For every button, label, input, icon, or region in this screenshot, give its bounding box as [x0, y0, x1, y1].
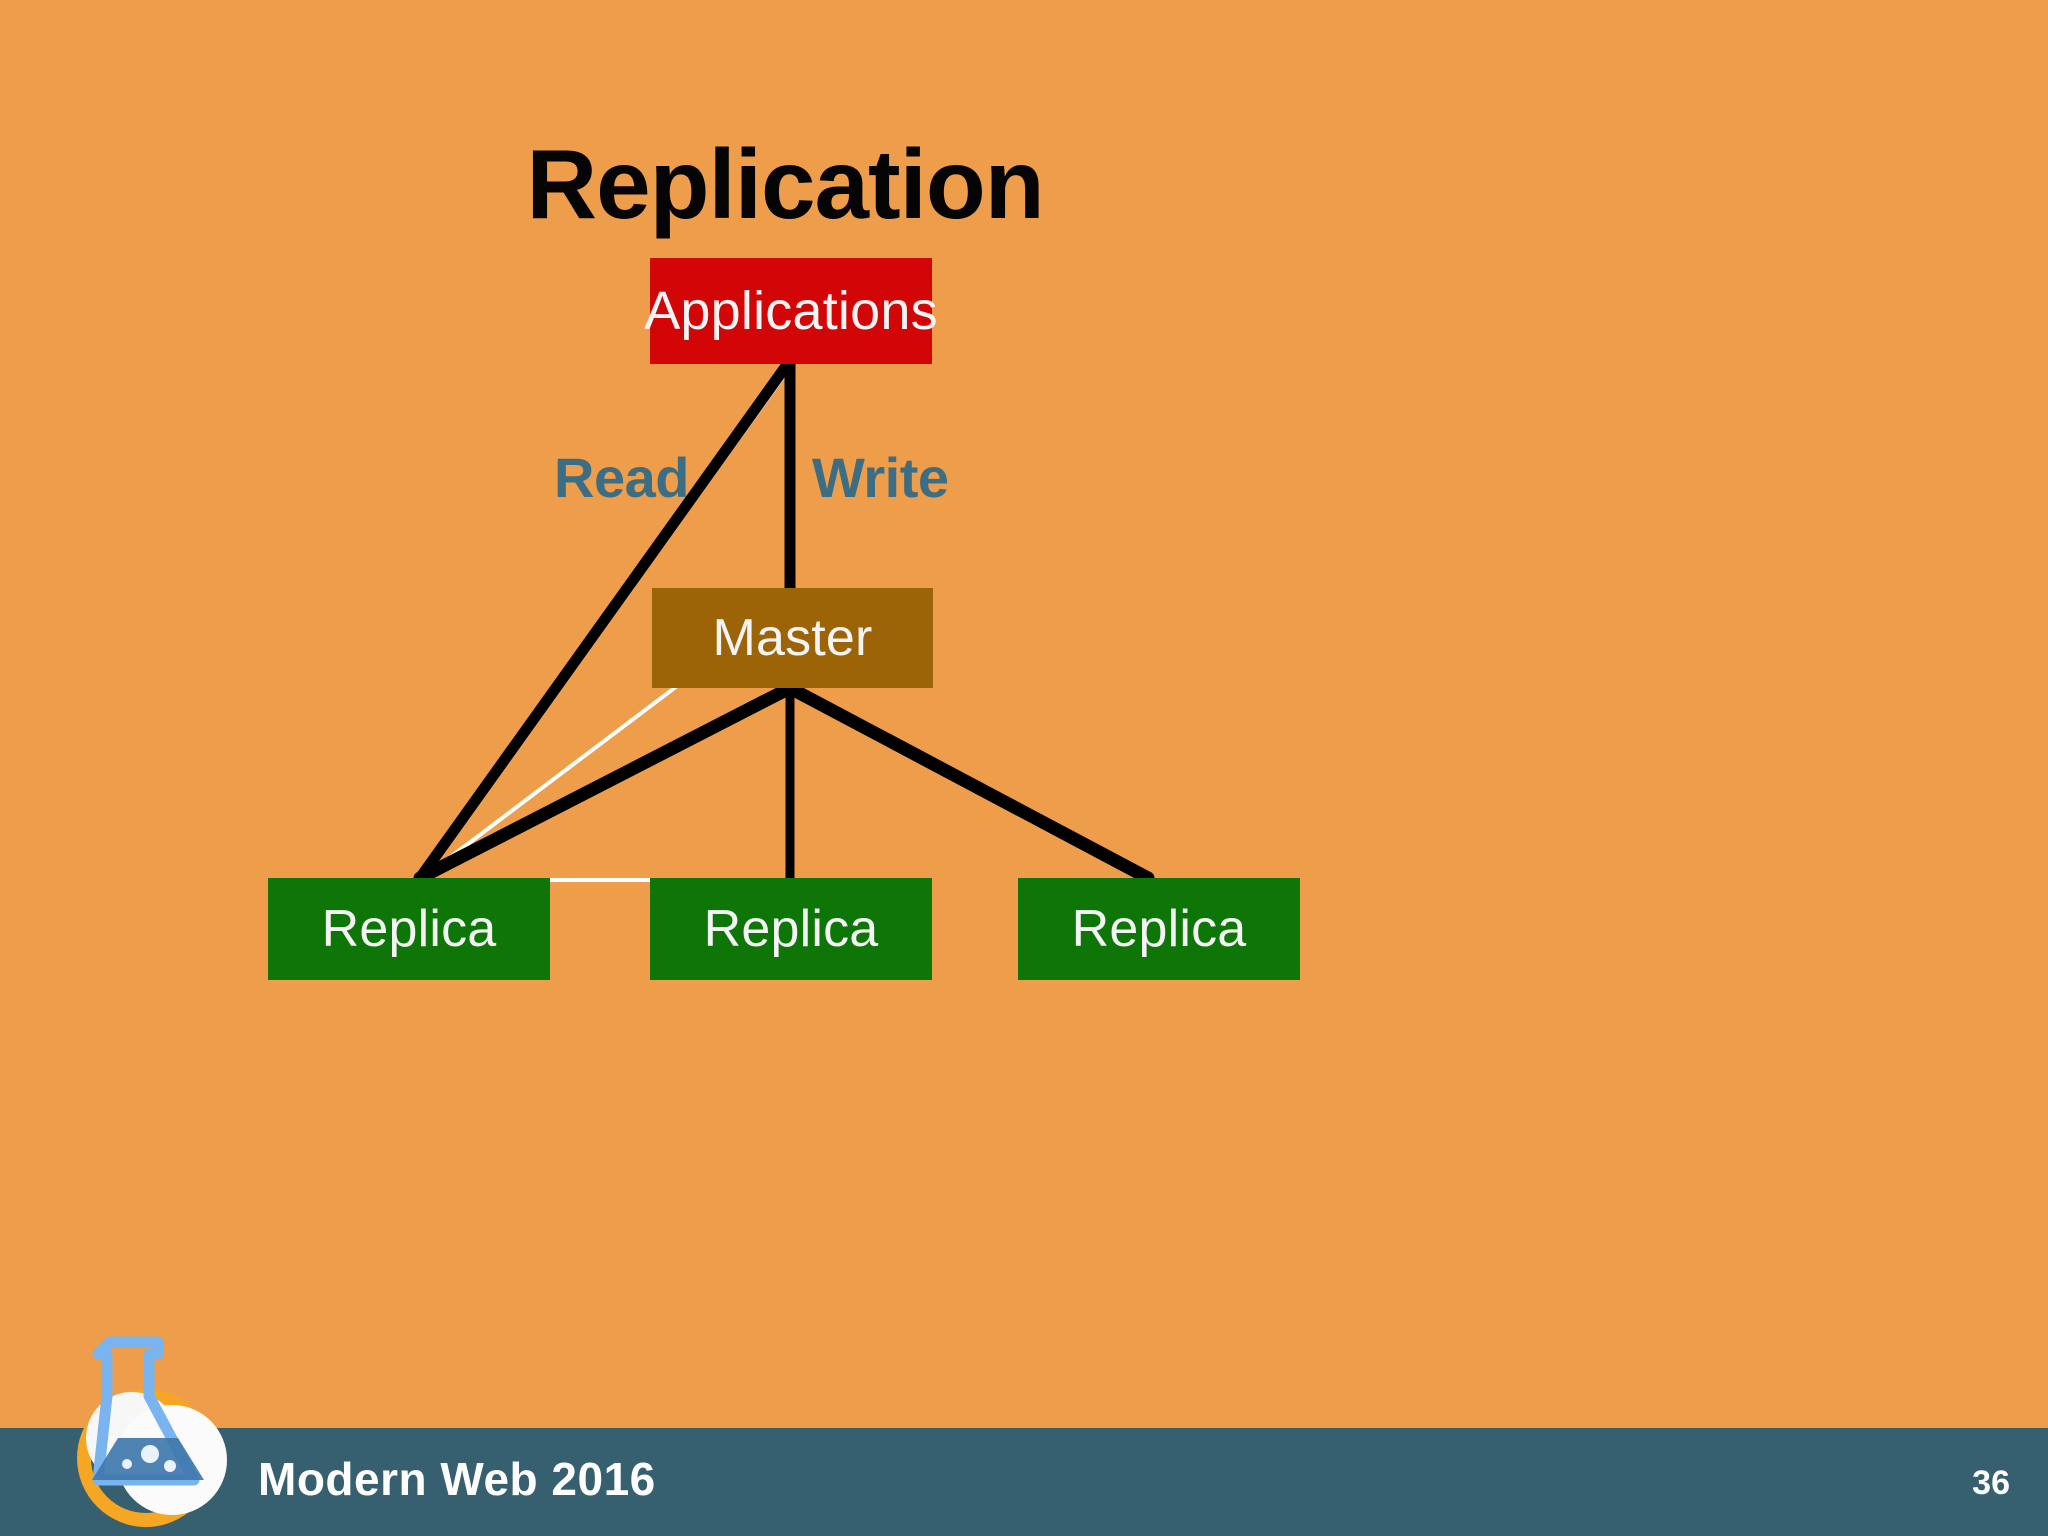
node-replica-2[interactable]: Replica	[650, 878, 932, 980]
edge-master-replica3	[783, 681, 1155, 885]
node-master[interactable]: Master	[652, 588, 933, 688]
node-replica-3-label: Replica	[1071, 900, 1247, 958]
flask-logo	[77, 1336, 227, 1527]
edge-applications-replica1	[414, 360, 792, 884]
node-master-label: Master	[712, 609, 873, 667]
logo-bubble-large	[141, 1445, 159, 1463]
page-number: 36	[1972, 1464, 2010, 1502]
node-replica-1-label: Replica	[321, 900, 497, 958]
footer-bar: Modern Web 2016 36	[0, 1428, 2048, 1536]
logo-bubble-small	[122, 1459, 132, 1469]
page-title: Replication	[526, 129, 1044, 239]
node-applications[interactable]: Applications	[644, 258, 938, 364]
node-applications-label: Applications	[644, 281, 938, 341]
node-replica-3[interactable]: Replica	[1018, 878, 1300, 980]
logo-bubble-medium	[164, 1460, 176, 1472]
edge-label-write: Write	[812, 446, 949, 509]
node-replica-2-label: Replica	[703, 900, 879, 958]
edge-master-replica1	[413, 681, 797, 885]
node-replica-1[interactable]: Replica	[268, 878, 550, 980]
footer-brand: Modern Web 2016	[258, 1453, 656, 1505]
edge-label-read: Read	[554, 446, 689, 509]
